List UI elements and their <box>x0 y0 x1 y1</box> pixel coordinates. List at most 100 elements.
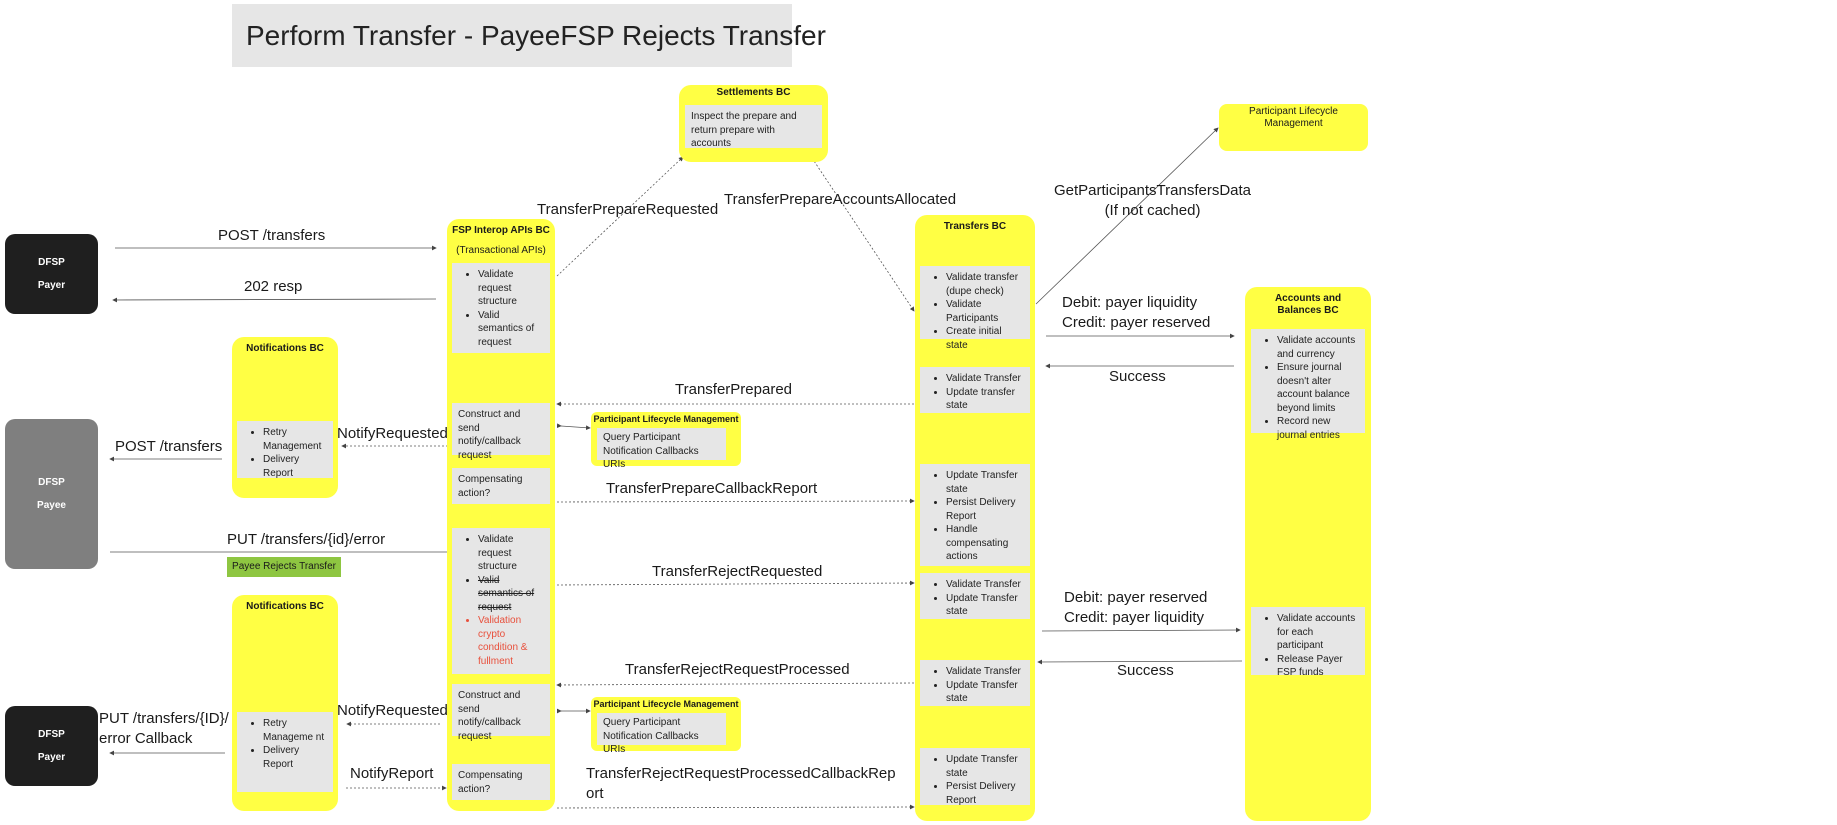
list-item: Validate Transfer <box>946 372 1024 386</box>
transfers-card-2: Validate Transfer Update transfer state <box>920 367 1030 413</box>
label-transfer-prepared: TransferPrepared <box>675 381 792 398</box>
actor-line1: DFSP <box>38 477 65 488</box>
list-item: Retry Manageme nt <box>263 717 327 744</box>
label-notify-report: NotifyReport <box>350 765 434 782</box>
list-item: Record new journal entries <box>1277 415 1359 442</box>
plm-mid-bottom: Participant Lifecycle Management Query P… <box>591 697 741 755</box>
label-line: Credit: payer liquidity <box>1064 608 1205 626</box>
label-line: GetParticipantsTransfersData <box>1054 182 1252 199</box>
arrow-202-resp <box>112 297 437 303</box>
notifications-bc-top: Notifications BC Retry Management Delive… <box>232 337 338 498</box>
label-debit-credit-top: Debit: payer liquidity Credit: payer res… <box>1062 293 1210 332</box>
label-transfer-reject-requested: TransferRejectRequested <box>652 563 823 580</box>
list-item: Update Transfer state <box>946 592 1024 619</box>
title-box: Perform Transfer - PayeeFSP Rejects Tran… <box>232 4 826 67</box>
label-get-participants: GetParticipantsTransfersData (If not cac… <box>1054 181 1251 220</box>
arrow-debit-credit-bottom <box>1041 627 1241 633</box>
label-put-error-callback: PUT /transfers/{ID}/ error Callback <box>99 709 229 748</box>
accounts-card-1: Validate accounts and currency Ensure jo… <box>1251 329 1365 441</box>
actor-dfsp-payer-bottom: DFSP Payer <box>5 706 98 786</box>
notifications-card-top: Retry Management Delivery Report <box>237 421 333 480</box>
settlements-card: Inspect the prepare and return prepare w… <box>685 105 822 149</box>
list-item: Delivery Report <box>263 744 327 771</box>
transfers-title: Transfers BC <box>943 221 1007 232</box>
list-item: Update Transfer state <box>946 469 1024 496</box>
transfers-card-1: Validate transfer (dupe check) Validate … <box>920 266 1030 351</box>
actor-line2: Payer <box>37 280 66 291</box>
list-item: Create initial state <box>946 325 1024 352</box>
arrow-callback-report <box>556 498 915 504</box>
list-item: Persist Delivery Report <box>946 496 1024 523</box>
card-text: Query Participant Notification Callbacks… <box>603 717 699 755</box>
label-notify-requested-bottom: NotifyRequested <box>337 702 448 719</box>
label-success-bottom: Success <box>1117 662 1174 679</box>
notifications-title: Notifications BC <box>246 343 324 354</box>
list-item: Handle compensating actions <box>946 523 1024 564</box>
label-line: Credit: payer reserved <box>1062 313 1211 331</box>
accounts-balances-bc: Accounts and Balances BC Validate accoun… <box>1245 287 1371 821</box>
list-item: Validate request structure <box>478 268 544 309</box>
label-post-transfers: POST /transfers <box>218 227 326 244</box>
label-transfer-prepare-accounts-allocated: TransferPrepareAccountsAllocated <box>724 191 957 208</box>
transfers-card-5: Validate Transfer Update Transfer state <box>920 660 1030 706</box>
fsp-card-construct-bottom: Construct and send notify/callback reque… <box>452 684 550 742</box>
label-put-error: PUT /transfers/{id}/error <box>227 531 386 548</box>
list-item-error: Validation crypto condition & fullment <box>478 614 544 668</box>
actor-dfsp-payer-top: DFSP Payer <box>5 234 98 314</box>
list-item: Validate accounts and currency <box>1277 334 1359 361</box>
label-line: ort <box>586 784 604 802</box>
arrow-reject-callback-report <box>556 804 915 810</box>
list-item: Validate request structure <box>478 533 544 574</box>
list-item: Validate accounts for each participant <box>1277 612 1359 653</box>
list-item: Update transfer state <box>946 386 1024 413</box>
arrow-transfer-prepare-accounts-allocated <box>811 157 915 312</box>
list-item: Validate transfer (dupe check) <box>946 271 1024 298</box>
fsp-card-compensating-bottom: Compensating action? <box>452 764 550 800</box>
label-line: Debit: payer reserved <box>1064 589 1208 606</box>
plm-top-title: Participant Lifecycle Management <box>1249 106 1338 129</box>
transfers-card-6: Update Transfer state Persist Delivery R… <box>920 748 1030 807</box>
plm-mid-title: Participant Lifecycle Management <box>593 414 739 424</box>
label-202-resp: 202 resp <box>244 278 303 295</box>
card-text: Compensating action? <box>458 474 523 499</box>
list-item: Validate Transfer <box>946 665 1024 679</box>
plm-top: Participant Lifecycle Management <box>1219 104 1368 151</box>
list-item: Update Transfer state <box>946 679 1024 706</box>
actor-dfsp-payee: DFSP Payee <box>5 419 98 569</box>
plm-mid-card: Query Participant Notification Callbacks… <box>597 713 726 755</box>
list-item: Release Payer FSP funds <box>1277 653 1359 680</box>
plm-mid-top: Participant Lifecycle Management Query P… <box>591 412 741 470</box>
actor-line2: Payee <box>37 500 66 511</box>
notifications-title: Notifications BC <box>246 601 324 612</box>
arrow-reject-processed <box>556 682 915 688</box>
fsp-subtitle: (Transactional APIs) <box>456 245 546 256</box>
fsp-card-validate-reject: Validate request structure Valid semanti… <box>452 528 550 674</box>
transfers-card-3: Update Transfer state Persist Delivery R… <box>920 464 1030 566</box>
settlements-title: Settlements BC <box>716 87 791 98</box>
label-success-top: Success <box>1109 368 1166 385</box>
label-debit-credit-bottom: Debit: payer reserved Credit: payer liqu… <box>1064 588 1207 627</box>
actor-line2: Payer <box>37 752 66 763</box>
label-transfer-prepare-requested: TransferPrepareRequested <box>537 201 719 218</box>
list-item: Delivery Report <box>263 453 327 480</box>
list-item-struck: Valid semantics of request <box>478 574 544 615</box>
list-item: Validate Participants <box>946 298 1024 325</box>
payee-rejects-note: Payee Rejects Transfer <box>227 557 341 577</box>
list-item: Persist Delivery Report <box>946 780 1024 807</box>
list-item: Valid semantics of request <box>478 309 544 350</box>
label-post-transfers-payee: POST /transfers <box>115 438 223 455</box>
actor-line1: DFSP <box>38 729 65 740</box>
label-line: Debit: payer liquidity <box>1062 294 1198 311</box>
card-text: Query Participant Notification Callbacks… <box>603 432 699 470</box>
arrow-fsp-plm-top <box>556 423 591 431</box>
label-reject-callback-report: TransferRejectRequestProcessedCallbackRe… <box>586 764 896 803</box>
fsp-card-compensating-top: Compensating action? <box>452 468 550 504</box>
label-line: PUT /transfers/{ID}/ <box>99 710 229 727</box>
page-title: Perform Transfer - PayeeFSP Rejects Tran… <box>246 20 826 51</box>
card-text: Compensating action? <box>458 770 523 795</box>
card-text: Construct and send notify/callback reque… <box>458 690 521 742</box>
settlements-text: Inspect the prepare and return prepare w… <box>691 111 797 149</box>
actor-line1: DFSP <box>38 257 65 268</box>
label-line: (If not cached) <box>1104 201 1201 219</box>
fsp-interop-bc: FSP Interop APIs BC (Transactional APIs)… <box>447 219 555 811</box>
